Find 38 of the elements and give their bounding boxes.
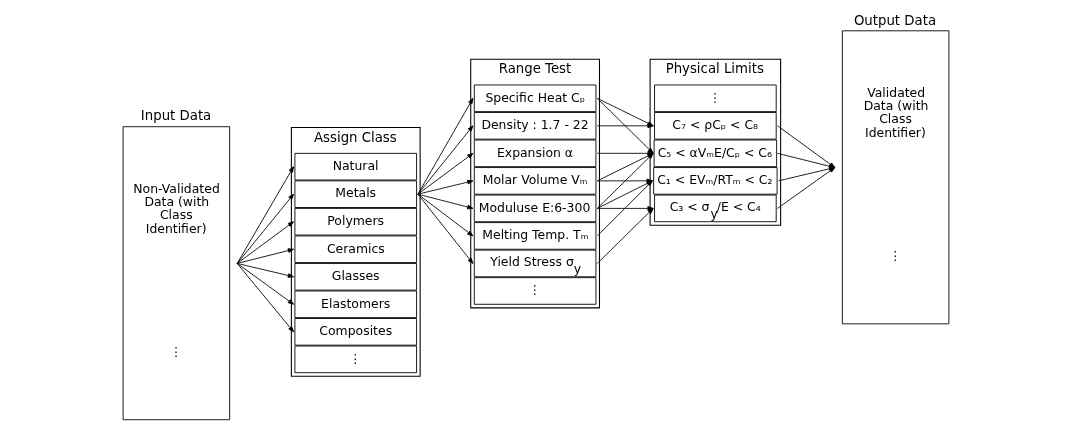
arrow (416, 97, 473, 195)
node-box: Ceramics (293, 235, 417, 263)
arrow (236, 193, 294, 264)
arrow (596, 207, 654, 264)
node-box: Density : 1.7 - 22 (473, 112, 596, 140)
node-box: Natural (293, 152, 417, 181)
arrow (416, 152, 473, 195)
node-box: Specific Heat Cₚ (473, 84, 596, 113)
node-box: Composites (293, 318, 417, 346)
node-label: Input Data (140, 108, 211, 124)
arrow (416, 193, 473, 237)
arrow (236, 263, 294, 305)
node-box: Metals (293, 180, 417, 208)
node-box: C₁ < EVₘ/RTₘ < C₂ (652, 167, 778, 195)
node-box: ⋮ (473, 277, 596, 305)
node-box: Moduluse E:6-300 (473, 194, 596, 223)
arrow (416, 193, 473, 210)
arrow (236, 166, 294, 264)
arrow (236, 248, 294, 264)
node-box: Validated Data (with Class Identifier) ⋮ (841, 30, 949, 325)
node-label: Output Data (853, 12, 936, 28)
node-box: Glasses (293, 263, 417, 291)
node-box: Elastomers (293, 290, 417, 319)
arrow (596, 206, 654, 211)
node-box: Molar Volume Vₘ (473, 167, 596, 195)
arrow (236, 263, 294, 278)
arrow (236, 221, 294, 264)
node-box: Melting Temp. Tₘ (473, 222, 596, 250)
node-box: ⋮ (293, 345, 417, 374)
node-box: Non-Validated Data (with Class Identifier) ⋮ (122, 126, 230, 421)
arrow (236, 263, 294, 333)
arrow (416, 193, 473, 264)
node-box: Polymers (293, 207, 417, 236)
arrow (416, 125, 473, 195)
node-box: C₇ < ρCₚ < C₈ (653, 112, 777, 140)
node-box: Expansion α (473, 139, 596, 168)
node-box: C₅ < αVₘE/Cₚ < C₆ (653, 139, 777, 168)
node-box: ⋮ (653, 84, 777, 113)
